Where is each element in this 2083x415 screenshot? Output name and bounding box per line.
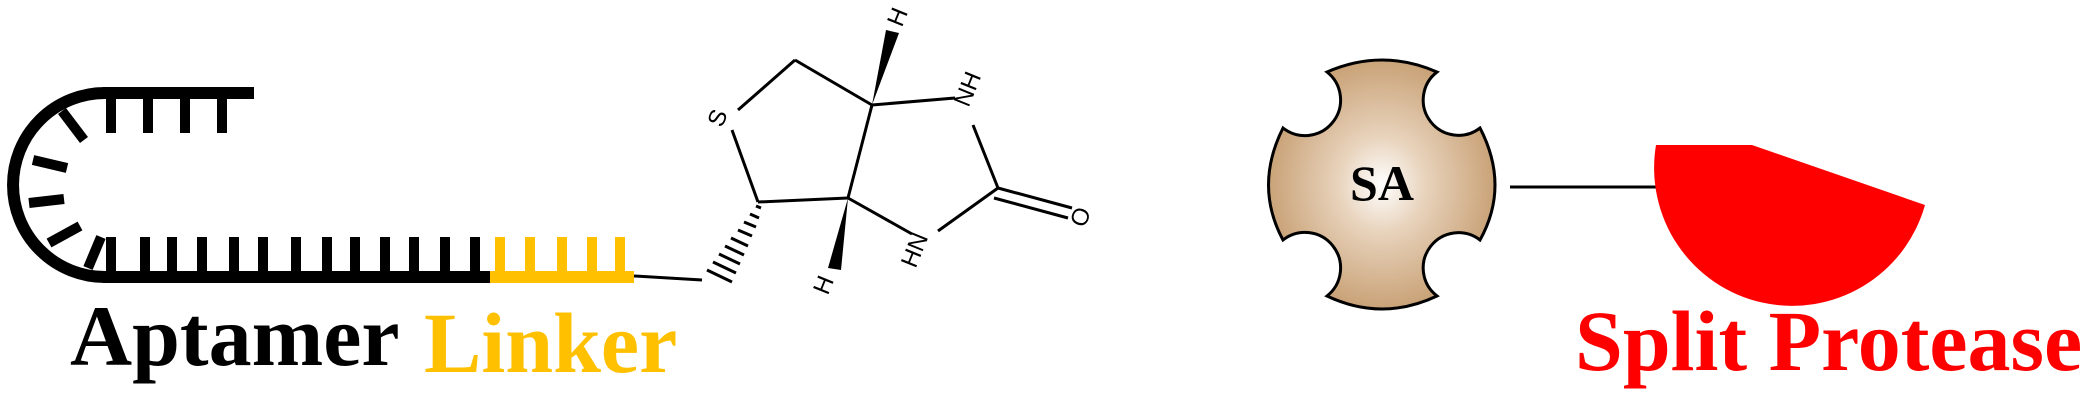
biotin-molecule xyxy=(633,58,1073,282)
aptamer-hairpin xyxy=(7,87,490,283)
linker-label: Linker xyxy=(424,295,677,391)
h-top-atom-label: H xyxy=(882,4,914,30)
aptamer-top-bases xyxy=(106,93,227,133)
linker-bond xyxy=(633,274,703,282)
nh-bottom-atom-label: HN xyxy=(896,229,934,271)
hashed-wedge-bond xyxy=(706,204,762,284)
nh-top-atom-label: NH xyxy=(949,68,987,110)
wedge-bond-top xyxy=(872,30,899,105)
oxygen-atom-label: O xyxy=(1065,203,1097,230)
aptamer-bottom-bases xyxy=(106,237,480,277)
streptavidin-body xyxy=(1267,58,1497,311)
streptavidin-shape: SA xyxy=(1267,58,1497,311)
aptamer-label: Aptamer xyxy=(70,288,400,384)
streptavidin-label: SA xyxy=(1350,155,1414,211)
split-protease-shape xyxy=(1654,145,1925,306)
aptamer-loop xyxy=(7,87,106,283)
aptamer-loop-bases xyxy=(28,107,106,270)
h-bottom-atom-label: H xyxy=(808,272,840,298)
linker-segment xyxy=(490,237,634,283)
sulfur-atom-label: S xyxy=(703,106,734,131)
wedge-bond-bottom xyxy=(828,198,848,270)
split-protease-label: Split Protease xyxy=(1575,293,2082,389)
